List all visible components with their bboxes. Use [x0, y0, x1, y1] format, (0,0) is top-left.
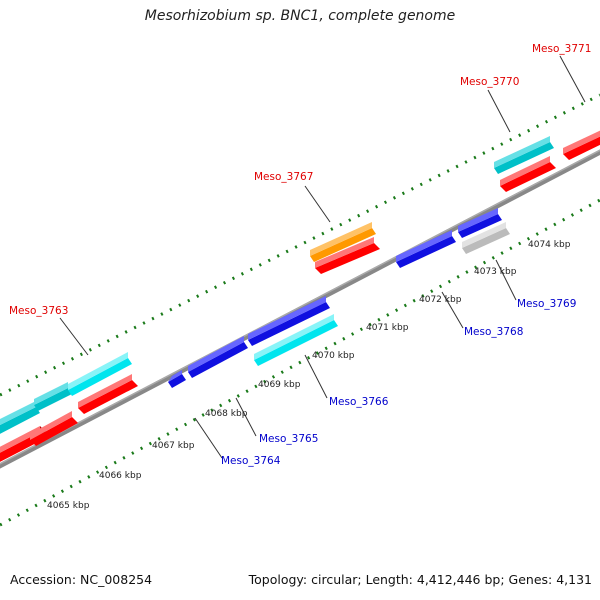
gene-label-3769: Meso_3769	[517, 298, 576, 310]
gene-cyan-3763[interactable]	[68, 352, 132, 396]
forward-dotted-track	[0, 93, 600, 397]
gene-blue-3768[interactable]	[396, 230, 456, 268]
genome-summary-text: Topology: circular; Length: 4,412,446 bp…	[248, 572, 592, 587]
gene-cyan-3766[interactable]	[254, 314, 338, 366]
gene-label-3765: Meso_3765	[259, 433, 318, 445]
gene-gray-3769[interactable]	[462, 222, 510, 254]
gene-blue-3766a[interactable]	[248, 296, 330, 346]
tick-label-4067: 4067 kbp	[152, 441, 195, 451]
reverse-dotted-track	[0, 198, 600, 527]
tick-label-4074: 4074 kbp	[528, 240, 571, 250]
tick-label-4068: 4068 kbp	[205, 409, 248, 419]
gene-label-3763: Meso_3763	[9, 305, 68, 317]
gene-teal-a[interactable]	[0, 401, 40, 436]
gene-red-3767[interactable]	[315, 237, 380, 274]
gene-teal-b[interactable]	[34, 382, 72, 411]
gene-blue-3765[interactable]	[188, 336, 248, 378]
tick-label-4070: 4070 kbp	[312, 351, 355, 361]
tick-label-4065: 4065 kbp	[47, 501, 90, 511]
accession-text: Accession: NC_008254	[10, 572, 153, 587]
gene-red-3771[interactable]	[563, 126, 600, 160]
gene-label-3767: Meso_3767	[254, 171, 313, 183]
gene-label-3768: Meso_3768	[464, 326, 523, 338]
gene-red-row-b[interactable]	[30, 411, 78, 446]
gene-red-row-c[interactable]	[78, 374, 138, 414]
tick-label-4071: 4071 kbp	[366, 323, 409, 333]
genome-backbone-highlight	[0, 149, 600, 465]
tick-label-4066: 4066 kbp	[99, 471, 142, 481]
tick-label-4072: 4072 kbp	[419, 295, 462, 305]
gene-orange-3767[interactable]	[310, 222, 376, 262]
tick-label-4073: 4073 kbp	[474, 267, 517, 277]
gene-teal-3770[interactable]	[494, 136, 554, 174]
label-leaders	[59, 55, 586, 459]
tick-label-4069: 4069 kbp	[258, 380, 301, 390]
gene-label-3766: Meso_3766	[329, 396, 389, 408]
gene-red-3770[interactable]	[500, 156, 556, 192]
gene-blue-3764[interactable]	[168, 370, 186, 388]
map-title: Mesorhizobium sp. BNC1, complete genome	[144, 8, 456, 24]
gene-label-3764: Meso_3764	[221, 455, 281, 467]
gene-label-3771: Meso_3771	[532, 43, 591, 55]
gene-blue-3769[interactable]	[458, 208, 502, 238]
gene-label-3770: Meso_3770	[460, 76, 519, 88]
